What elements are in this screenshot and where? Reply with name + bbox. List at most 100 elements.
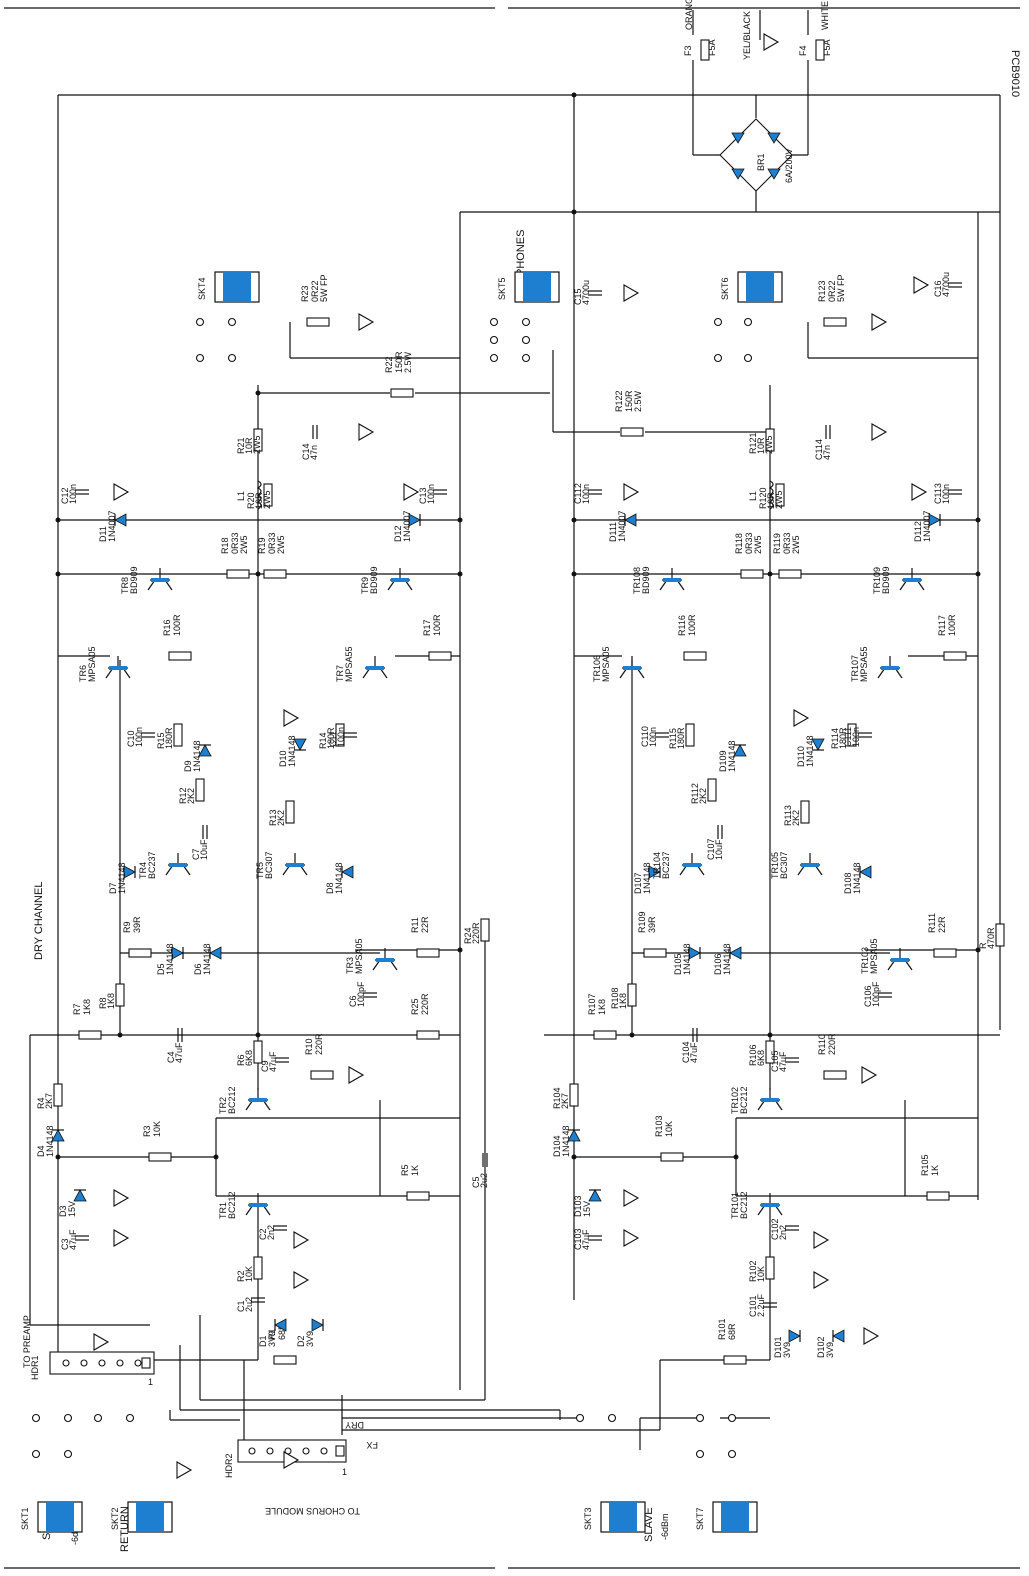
- transistor-icon: [761, 1203, 779, 1207]
- component-label: F5A: [707, 39, 717, 56]
- resistor-body: [263, 569, 287, 579]
- component-label: 10K: [244, 1266, 254, 1282]
- component-label: 4700u: [581, 280, 591, 305]
- component-label: MPSA05: [354, 938, 364, 974]
- ground-triangle: [283, 709, 300, 727]
- component-label: 5W FP: [319, 274, 329, 302]
- component-label: 1N4148: [192, 740, 202, 772]
- component-label: C3: [60, 1238, 70, 1250]
- component-label: TR108: [632, 567, 642, 594]
- component-label: R111: [927, 913, 937, 933]
- component-label: 1N4148: [287, 735, 297, 767]
- component-label: C14: [301, 443, 311, 460]
- component-label: 1K: [930, 1165, 940, 1176]
- component-label: 47n: [822, 445, 832, 460]
- inductor: L1: [236, 480, 262, 510]
- resistor-body: [775, 483, 785, 507]
- component-label: 100R: [947, 614, 957, 636]
- component-label: 2K2: [698, 788, 708, 804]
- ground-icon: [623, 1189, 640, 1207]
- ground-icon: [793, 709, 810, 727]
- resistor-body: [943, 651, 967, 661]
- component-label: 2n2: [778, 1225, 788, 1240]
- jack-icon: [746, 272, 774, 302]
- component-label: R110: [817, 1034, 827, 1055]
- ground-icon: [403, 483, 420, 501]
- transistor-icon: [376, 958, 394, 962]
- component-label: 2.5W: [403, 351, 413, 373]
- jack-icon: [609, 1502, 637, 1532]
- component-label: C103: [573, 1228, 583, 1250]
- component-label: C12: [60, 487, 70, 504]
- fuse-body: [815, 39, 825, 61]
- component-label: 1N4148: [165, 943, 175, 975]
- diode-icon: [928, 513, 941, 527]
- ground-triangle: [623, 1189, 640, 1207]
- component-label: 220R: [471, 922, 481, 944]
- component-label: L1: [748, 491, 758, 501]
- fuse-body: [700, 39, 710, 61]
- ground-triangle: [113, 1189, 130, 1207]
- component-label: 10K: [664, 1121, 674, 1137]
- component-label: 10uF: [199, 839, 209, 860]
- component-label: 6K8: [244, 1050, 254, 1066]
- socket: SKT1: [20, 1501, 83, 1533]
- component-label: BD909: [881, 566, 891, 594]
- component-label: BR1: [756, 153, 766, 171]
- component-label: C16: [933, 280, 943, 297]
- component-label: R103: [654, 1115, 664, 1137]
- component-label: 100n: [941, 484, 951, 504]
- ground-icon: [813, 1271, 830, 1289]
- resistor-body: [778, 569, 802, 579]
- resistor-body: [627, 983, 637, 1007]
- component-label: R6: [236, 1054, 246, 1066]
- component-label: D102: [816, 1336, 826, 1358]
- ground-triangle: [763, 33, 780, 51]
- component-label: 220R: [314, 1033, 324, 1055]
- component-label: 1N4148: [202, 943, 212, 975]
- component-label: 100n: [68, 484, 78, 504]
- component-label: TR105: [770, 852, 780, 879]
- component-label: TR9: [360, 577, 370, 594]
- switch-contact: [63, 1413, 73, 1423]
- ground-triangle: [871, 313, 888, 331]
- switch-contact: [31, 1413, 41, 1423]
- component-label: 150R: [394, 351, 404, 373]
- component-label: R25: [410, 998, 420, 1015]
- transistor-icon: [249, 1203, 267, 1207]
- diode-icon: [73, 1189, 87, 1202]
- resistor-body: [310, 1070, 334, 1080]
- component-label: R: [978, 942, 988, 949]
- component-label: 2K2: [276, 810, 286, 826]
- switch-contact: [727, 1413, 737, 1423]
- jack-icon: [721, 1502, 749, 1532]
- component-label: 2W5: [764, 435, 774, 454]
- component-label: R112: [690, 783, 700, 804]
- ground-triangle: [913, 276, 930, 294]
- switch-contact: [743, 317, 753, 327]
- resistor-body: [273, 1355, 297, 1365]
- component-label: 1N4007: [107, 510, 117, 542]
- component-label: 1N4007: [402, 510, 412, 542]
- resistor-body: [926, 1191, 950, 1201]
- diode-icon: [624, 513, 637, 527]
